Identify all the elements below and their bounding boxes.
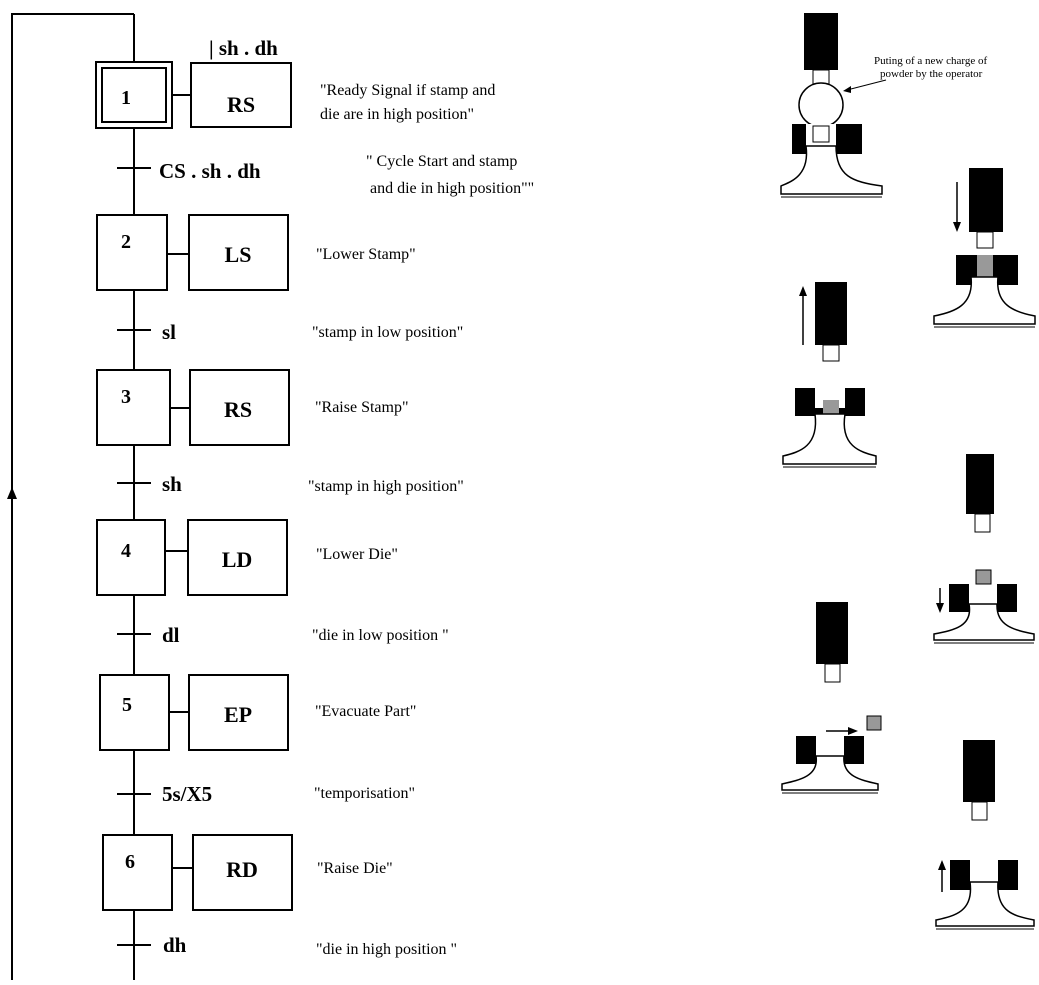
step-5: 5 EP (99, 674, 289, 751)
transition-2-condition: sl (162, 320, 176, 344)
transition-4-comment: "die in low position " (312, 627, 449, 644)
step-4-action-box (187, 519, 288, 596)
step-5-number: 5 (122, 694, 132, 716)
step-5-action-box (188, 674, 289, 751)
step-6-action: RD (226, 857, 258, 882)
transition-2-comment: "stamp in low position" (312, 324, 463, 341)
step-2-action: LS (225, 242, 252, 267)
step-5-comment: "Evacuate Part" (315, 703, 416, 720)
press-state-3-illustration (782, 282, 877, 468)
annotation-arrow-head (843, 86, 851, 93)
step-3-action: RS (224, 397, 252, 422)
transition-4-condition: dl (162, 623, 180, 647)
initial-condition: | sh . dh (209, 36, 278, 60)
step-2-comment: "Lower Stamp" (316, 246, 416, 263)
operator-annotation-line-1: Puting of a new charge of (874, 55, 987, 67)
step-2-action-box (188, 214, 289, 291)
step-6-action-box (192, 834, 293, 911)
operator-annotation-line-2: powder by the operator (880, 68, 983, 80)
step-1-action: RS (227, 92, 255, 117)
step-6-comment: "Raise Die" (317, 860, 393, 877)
transition-5-condition: 5s/X5 (162, 782, 212, 806)
step-3-comment: "Raise Stamp" (315, 399, 409, 416)
step-3-number: 3 (121, 386, 131, 408)
step-3: 3 RS (96, 369, 290, 446)
transition-1-comment-line-2: and die in high position"" (370, 180, 534, 197)
step-1-comment-line-1: "Ready Signal if stamp and (320, 82, 495, 99)
step-1-comment-line-2: die are in high position" (320, 106, 474, 123)
step-4-action: LD (222, 547, 253, 572)
step-4: 4 LD (96, 519, 288, 596)
press-state-1-illustration (780, 13, 883, 198)
transition-3-condition: sh (162, 472, 182, 496)
step-1-action-box (190, 62, 292, 128)
transition-1-comment-line-1: " Cycle Start and stamp (366, 153, 517, 170)
step-2: 2 LS (96, 214, 289, 291)
press-state-2-illustration (933, 168, 1036, 328)
step-2-number: 2 (121, 231, 131, 253)
step-4-number: 4 (121, 540, 131, 562)
transition-1-condition: CS . sh . dh (159, 159, 261, 183)
step-6-number: 6 (125, 851, 135, 873)
annotation-arrow (846, 79, 887, 91)
return-arrow-head (7, 487, 17, 499)
step-1-number: 1 (121, 87, 131, 109)
step-3-action-box (189, 369, 290, 446)
return-loop (11, 13, 134, 980)
step-1: 1 RS (95, 61, 292, 129)
step-4-comment: "Lower Die" (316, 546, 398, 563)
press-state-6-illustration (935, 740, 1035, 930)
step-6: 6 RD (102, 834, 293, 911)
press-state-5-illustration (781, 602, 882, 794)
step-5-action: EP (224, 702, 252, 727)
transition-6-condition: dh (163, 933, 187, 957)
transition-5-comment: "temporisation" (314, 785, 415, 802)
transition-3-comment: "stamp in high position" (308, 478, 464, 495)
transition-6-comment: "die in high position " (316, 941, 457, 958)
transition-bars (117, 167, 151, 946)
press-state-4-illustration (933, 454, 1035, 644)
